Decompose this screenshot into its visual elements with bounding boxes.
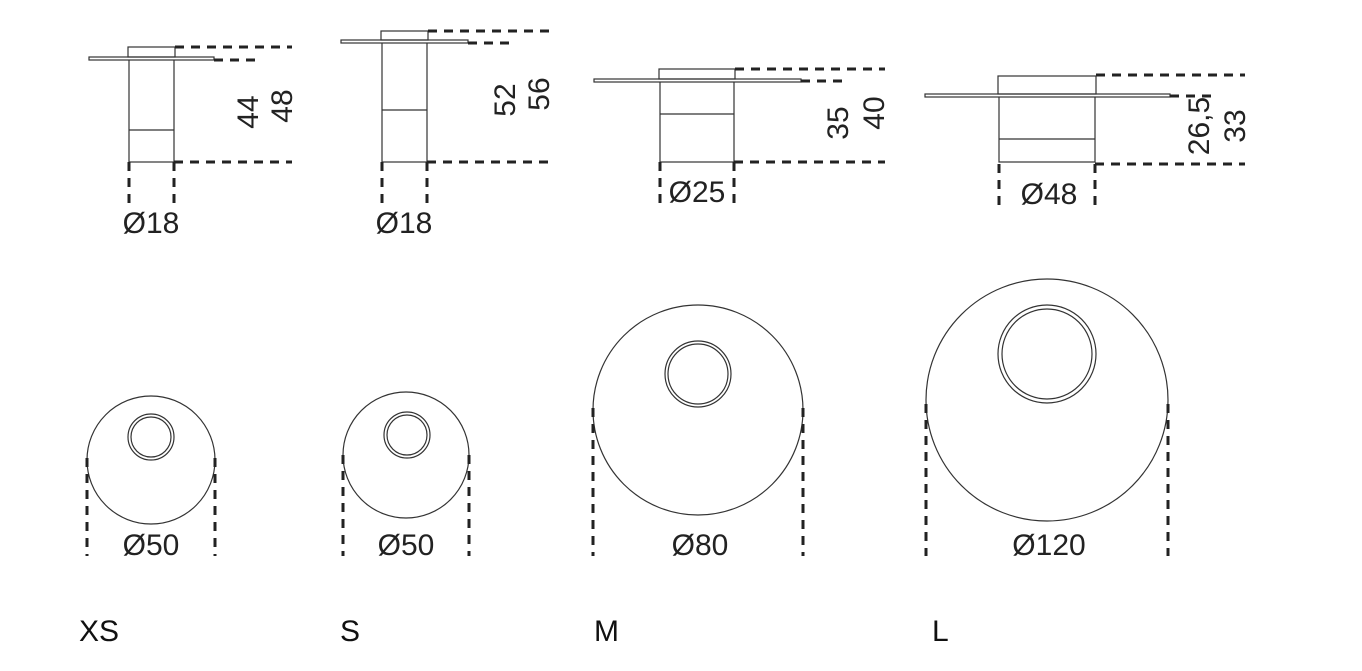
size-label-s: S xyxy=(340,615,360,648)
base-diameter-label: Ø25 xyxy=(669,176,726,209)
height-total-label: 56 xyxy=(523,77,556,110)
side-view-l: 26,5 33 Ø48 xyxy=(924,73,1252,211)
base-diameter-label: Ø18 xyxy=(376,207,433,240)
height-total-label: 40 xyxy=(858,96,891,129)
height-inner-label: 35 xyxy=(822,106,855,139)
model-m: 35 40 Ø25 Ø80 M xyxy=(591,67,891,648)
model-xs: 44 48 Ø18 Ø50 XS xyxy=(79,45,299,648)
model-s: 52 56 Ø18 Ø50 S xyxy=(340,29,556,648)
size-label-xs: XS xyxy=(79,615,119,648)
height-inner-label: 52 xyxy=(489,83,522,116)
size-label-m: M xyxy=(594,615,619,648)
size-label-l: L xyxy=(932,615,949,648)
model-l: 26,5 33 Ø48 Ø120 L xyxy=(924,73,1252,648)
top-view-l: Ø120 xyxy=(924,278,1170,562)
height-total-label: 33 xyxy=(1219,109,1252,142)
height-total-label: 48 xyxy=(266,89,299,122)
top-view-m: Ø80 xyxy=(591,304,805,562)
side-view-xs: 44 48 Ø18 xyxy=(88,45,299,240)
top-diameter-label: Ø80 xyxy=(672,529,729,562)
top-diameter-label: Ø120 xyxy=(1012,529,1085,562)
top-view-s: Ø50 xyxy=(341,391,471,562)
side-view-m: 35 40 Ø25 xyxy=(593,67,891,209)
top-view-xs: Ø50 xyxy=(85,395,217,562)
height-inner-label: 26,5 xyxy=(1183,97,1216,155)
base-diameter-label: Ø48 xyxy=(1021,178,1078,211)
top-diameter-label: Ø50 xyxy=(123,529,180,562)
side-view-s: 52 56 Ø18 xyxy=(340,29,556,240)
base-diameter-label: Ø18 xyxy=(123,207,180,240)
top-diameter-label: Ø50 xyxy=(378,529,435,562)
height-inner-label: 44 xyxy=(232,95,265,128)
